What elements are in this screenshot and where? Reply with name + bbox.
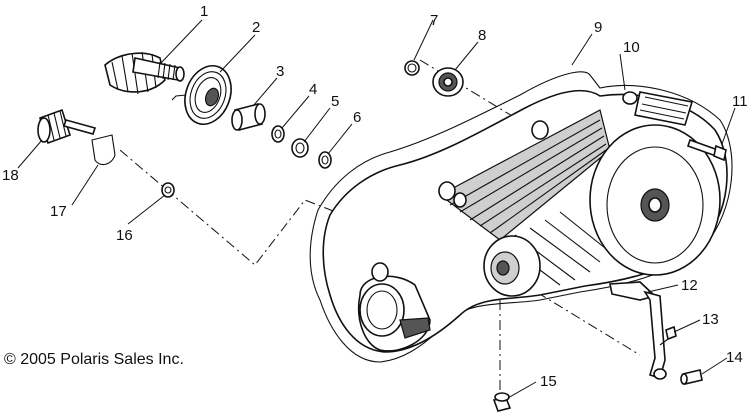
leader-lines	[17, 19, 736, 399]
callout-15: 15	[540, 373, 557, 390]
callout-17: 17	[50, 203, 67, 220]
callout-11: 11	[732, 93, 748, 110]
callout-10: 10	[623, 39, 640, 56]
callout-5: 5	[331, 93, 339, 110]
callout-4: 4	[309, 81, 317, 98]
part-12-kick-lever	[609, 281, 667, 380]
callout-12: 12	[681, 277, 698, 294]
callout-1: 1	[200, 3, 208, 20]
part-6-ring	[318, 151, 332, 169]
part-8-bearing	[432, 67, 464, 97]
callout-labels: 1 2 3 4 5 6 7 8 9 10 11 12 13 14 15 16 1…	[2, 3, 748, 390]
part-1-starter-shaft	[104, 51, 185, 95]
part-17-clip	[91, 134, 116, 166]
callout-18: 18	[2, 167, 19, 184]
part-11-bolt	[686, 138, 727, 162]
part-18-gear-shaft	[37, 108, 97, 145]
callout-6: 6	[353, 109, 361, 126]
callout-14: 14	[726, 349, 743, 366]
part-7-oring	[404, 60, 420, 76]
crankcase-cover	[309, 71, 733, 363]
part-14-pin	[680, 369, 703, 385]
part-13-bolt	[659, 325, 677, 346]
part-2-recoil-spring	[171, 65, 232, 125]
part-5-washer	[291, 138, 309, 158]
callout-2: 2	[252, 19, 260, 36]
callout-8: 8	[478, 27, 486, 44]
callout-9: 9	[594, 19, 602, 36]
part-15-drain-bolt	[492, 392, 512, 412]
callout-16: 16	[116, 227, 133, 244]
callout-13: 13	[702, 311, 719, 328]
callout-3: 3	[276, 63, 284, 80]
part-4-washer	[271, 125, 285, 143]
part-16-washer	[161, 182, 175, 198]
part-3-bushing	[231, 103, 266, 131]
callout-7: 7	[430, 12, 438, 29]
copyright-notice: © 2005 Polaris Sales Inc.	[4, 351, 184, 368]
